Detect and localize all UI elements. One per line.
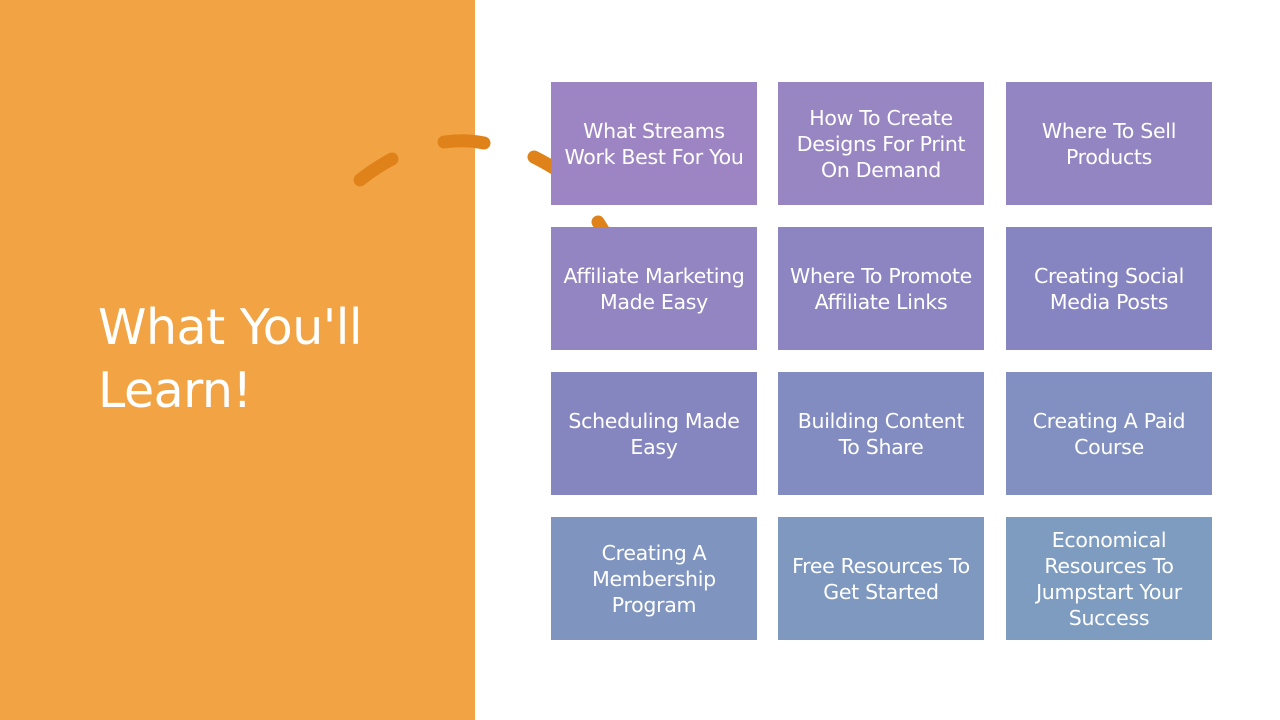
topic-tile-label: Scheduling Made Easy [568,408,740,459]
arc-dash [437,134,491,150]
topic-tile[interactable]: How To Create Designs For Print On Deman… [778,82,984,205]
topic-tile-label: Economical Resources To Jumpstart Your S… [1036,527,1182,630]
slide-title: What You'll Learn! [98,296,362,422]
topic-tile-label: Creating A Membership Program [592,540,716,617]
title-line-1: What You'll [98,299,362,356]
topic-tile-label: Creating Social Media Posts [1033,263,1184,314]
topic-tile[interactable]: Creating A Paid Course [1006,372,1212,495]
topic-tile-label: What Streams Work Best For You [564,118,744,169]
title-line-2: Learn! [98,362,252,419]
topic-tile-label: Building Content To Share [797,408,965,459]
topic-tile[interactable]: What Streams Work Best For You [551,82,757,205]
topic-tile[interactable]: Creating Social Media Posts [1006,227,1212,350]
topic-tile[interactable]: Scheduling Made Easy [551,372,757,495]
topic-tile[interactable]: Where To Sell Products [1006,82,1212,205]
topic-tile[interactable]: Building Content To Share [778,372,984,495]
topic-tile-label: Free Resources To Get Started [792,553,970,604]
left-panel [0,0,475,720]
topic-tile-label: Affiliate Marketing Made Easy [563,263,745,314]
topic-tile[interactable]: Free Resources To Get Started [778,517,984,640]
topic-tile[interactable]: Economical Resources To Jumpstart Your S… [1006,517,1212,640]
topic-tile[interactable]: Where To Promote Affiliate Links [778,227,984,350]
topic-tile-label: Creating A Paid Course [1032,408,1186,459]
topic-tile-label: Where To Sell Products [1041,118,1177,169]
topic-tile[interactable]: Creating A Membership Program [551,517,757,640]
topic-tile[interactable]: Affiliate Marketing Made Easy [551,227,757,350]
topic-tile-label: How To Create Designs For Print On Deman… [796,105,966,182]
arc-dash [353,152,399,187]
topic-tile-label: Where To Promote Affiliate Links [790,263,972,314]
